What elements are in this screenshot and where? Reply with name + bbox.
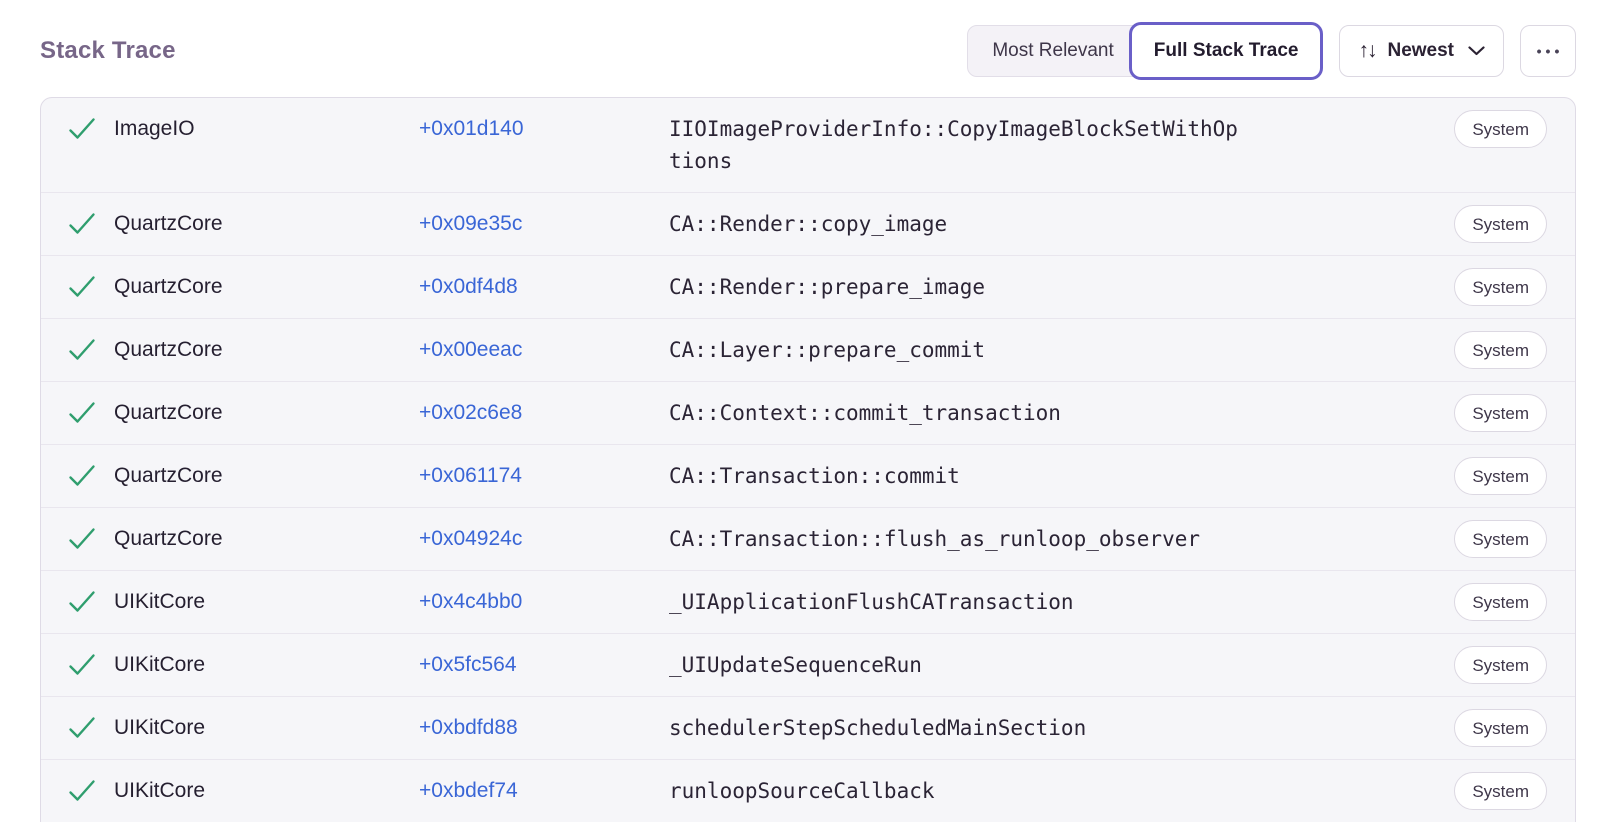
system-badge: System — [1454, 709, 1547, 747]
frame-function: CA::Render::prepare_image — [669, 275, 986, 299]
frame-address-link[interactable]: +0x04924c — [419, 527, 523, 550]
chevron-down-icon — [1468, 46, 1485, 56]
system-badge: System — [1454, 520, 1547, 558]
most-relevant-button[interactable]: Most Relevant — [967, 25, 1139, 77]
frame-function: CA::Transaction::commit — [669, 464, 960, 488]
sort-dropdown-button[interactable]: ↑↓ Newest — [1339, 25, 1504, 77]
stack-frame-row[interactable]: UIKitCore +0xbdef74 runloopSourceCallbac… — [41, 759, 1575, 822]
check-icon — [67, 712, 97, 744]
frame-module: QuartzCore — [114, 464, 223, 487]
check-icon — [67, 460, 97, 492]
stack-frame-row[interactable]: QuartzCore +0x0df4d8 CA::Render::prepare… — [41, 255, 1575, 318]
stack-frame-row[interactable]: UIKitCore +0xbdfd88 schedulerStepSchedul… — [41, 696, 1575, 759]
check-icon — [67, 649, 97, 681]
stack-trace-header: Stack Trace Most Relevant Full Stack Tra… — [0, 0, 1614, 80]
frame-address-link[interactable]: +0x00eeac — [419, 338, 523, 361]
check-icon — [67, 113, 97, 145]
sort-dropdown-label: Newest — [1387, 40, 1454, 61]
stack-frame-row[interactable]: UIKitCore +0x4c4bb0 _UIApplicationFlushC… — [41, 570, 1575, 633]
system-badge: System — [1454, 394, 1547, 432]
stack-frame-row[interactable]: QuartzCore +0x09e35c CA::Render::copy_im… — [41, 192, 1575, 255]
system-badge: System — [1454, 205, 1547, 243]
stack-frame-row[interactable]: QuartzCore +0x00eeac CA::Layer::prepare_… — [41, 318, 1575, 381]
frame-module: QuartzCore — [114, 338, 223, 361]
frame-function: _UIUpdateSequenceRun — [669, 653, 922, 677]
check-icon — [67, 586, 97, 618]
page-title: Stack Trace — [40, 37, 176, 64]
frame-address-link[interactable]: +0xbdfd88 — [419, 716, 518, 739]
toolbar: Most Relevant Full Stack Trace ↑↓ Newest… — [967, 22, 1576, 80]
full-stack-trace-button[interactable]: Full Stack Trace — [1128, 22, 1324, 80]
frame-module: UIKitCore — [114, 590, 206, 613]
frame-address-link[interactable]: +0x5fc564 — [419, 653, 517, 676]
system-badge: System — [1454, 457, 1547, 495]
frame-address-link[interactable]: +0x01d140 — [419, 117, 524, 140]
sort-arrows-icon: ↑↓ — [1358, 39, 1377, 62]
frame-address-link[interactable]: +0x4c4bb0 — [419, 590, 523, 613]
stack-frame-row[interactable]: QuartzCore +0x061174 CA::Transaction::co… — [41, 444, 1575, 507]
check-icon — [67, 523, 97, 555]
frame-address-link[interactable]: +0x02c6e8 — [419, 401, 523, 424]
stack-frame-row[interactable]: UIKitCore +0x5fc564 _UIUpdateSequenceRun… — [41, 633, 1575, 696]
frame-address-link[interactable]: +0xbdef74 — [419, 779, 518, 802]
frame-module: QuartzCore — [114, 212, 223, 235]
frame-module: QuartzCore — [114, 401, 223, 424]
frame-address-link[interactable]: +0x0df4d8 — [419, 275, 518, 298]
frame-function: _UIApplicationFlushCATransaction — [669, 590, 1074, 614]
frame-module: UIKitCore — [114, 779, 206, 802]
frame-address-link[interactable]: +0x09e35c — [419, 212, 523, 235]
frame-module: UIKitCore — [114, 653, 206, 676]
frame-function: IIOImageProviderInfo::CopyImageBlockSetW… — [669, 117, 1238, 173]
frame-function: runloopSourceCallback — [669, 779, 935, 803]
frame-function: CA::Transaction::flush_as_runloop_observ… — [669, 527, 1201, 551]
frame-function: CA::Context::commit_transaction — [669, 401, 1061, 425]
system-badge: System — [1454, 268, 1547, 306]
stack-trace-table: ImageIO +0x01d140 IIOImageProviderInfo::… — [40, 97, 1576, 822]
check-icon — [67, 775, 97, 807]
frame-function: CA::Layer::prepare_commit — [669, 338, 986, 362]
view-toggle: Most Relevant Full Stack Trace — [967, 22, 1324, 80]
system-badge: System — [1454, 583, 1547, 621]
check-icon — [67, 397, 97, 429]
frame-module: ImageIO — [114, 117, 195, 140]
system-badge: System — [1454, 110, 1547, 148]
system-badge: System — [1454, 331, 1547, 369]
stack-frame-row[interactable]: ImageIO +0x01d140 IIOImageProviderInfo::… — [41, 98, 1575, 192]
system-badge: System — [1454, 772, 1547, 810]
ellipsis-icon: ••• — [1536, 43, 1564, 59]
stack-frame-row[interactable]: QuartzCore +0x02c6e8 CA::Context::commit… — [41, 381, 1575, 444]
check-icon — [67, 334, 97, 366]
stack-frame-row[interactable]: QuartzCore +0x04924c CA::Transaction::fl… — [41, 507, 1575, 570]
frame-function: CA::Render::copy_image — [669, 212, 948, 236]
check-icon — [67, 208, 97, 240]
frame-module: UIKitCore — [114, 716, 206, 739]
frame-module: QuartzCore — [114, 527, 223, 550]
system-badge: System — [1454, 646, 1547, 684]
more-options-button[interactable]: ••• — [1520, 25, 1576, 77]
frame-address-link[interactable]: +0x061174 — [419, 464, 522, 487]
check-icon — [67, 271, 97, 303]
frame-function: schedulerStepScheduledMainSection — [669, 716, 1087, 740]
frame-module: QuartzCore — [114, 275, 223, 298]
